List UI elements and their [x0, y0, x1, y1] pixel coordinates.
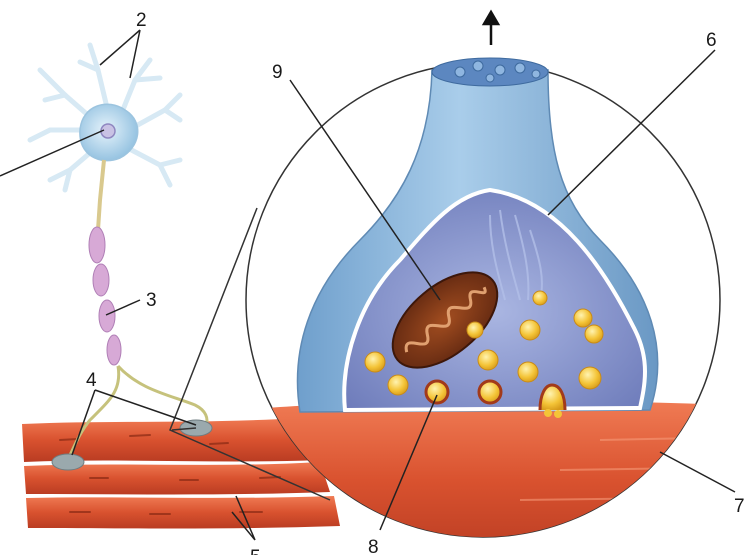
motor-endplate-left	[52, 454, 84, 470]
label-muscle-fiber: 7	[734, 496, 744, 517]
neuron	[30, 45, 212, 470]
myelin-sheath	[89, 227, 121, 365]
label-dendrites: 2	[136, 10, 147, 31]
label-bottom-partial: 5	[250, 547, 261, 555]
label-axon-sheath: 3	[146, 290, 157, 311]
label-synaptic-vesicle: 8	[368, 537, 379, 555]
axon	[98, 160, 104, 230]
label-mitochondrion: 9	[272, 62, 283, 83]
exocytosis-vesicle	[540, 385, 565, 410]
signal-direction-arrow	[484, 12, 498, 45]
label-presynaptic-membrane: 6	[706, 30, 717, 51]
label-motor-endplates: 4	[86, 370, 97, 391]
